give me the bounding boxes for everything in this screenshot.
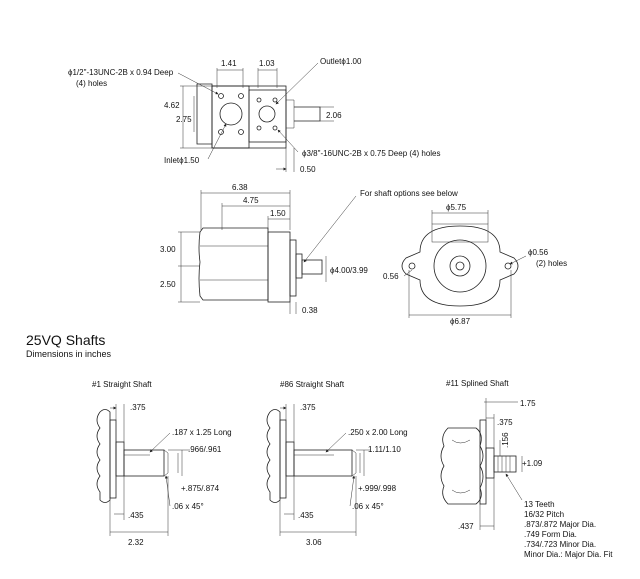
dim-2-06: 2.06 <box>326 111 342 120</box>
shaft-86-dia2: +.999/.998 <box>358 484 397 493</box>
bolt-hole <box>218 93 224 99</box>
tap-note: ϕ1/2"-13UNC-2B x 0.94 Deep <box>68 68 174 77</box>
shaft-1-body <box>123 449 165 477</box>
dim-6-87: ϕ6.87 <box>450 317 471 326</box>
dim-0-38: 0.38 <box>302 306 318 315</box>
bolt-hole <box>272 125 278 131</box>
dim-4-75: 4.75 <box>243 196 259 205</box>
dim-0-56-hole: ϕ0.56 <box>528 248 549 257</box>
shaft-86-flange <box>279 419 287 499</box>
inlet-port <box>219 102 243 126</box>
spline-note: .734/.723 Minor Dia. <box>524 540 596 549</box>
shaft-86-housing <box>266 409 281 503</box>
shaft-1-pilot <box>115 441 125 477</box>
end-top-boss <box>431 223 489 243</box>
dim-0-56: 0.56 <box>383 272 399 281</box>
shaft-1-dim-435: .435 <box>128 511 144 520</box>
spline-note: .873/.872 Major Dia. <box>524 520 596 529</box>
shaft-1-dia1: .966/.961 <box>188 445 222 454</box>
top-view: 1.41 1.03 Outletϕ1.00 ϕ1/2"-13UNC-2B x 0… <box>68 57 441 174</box>
shaft-86-body <box>293 449 353 477</box>
end-body-circle <box>433 239 487 293</box>
shaft-1-dim-375: .375 <box>130 403 146 412</box>
shaft-86-dim-435: .435 <box>298 511 314 520</box>
side-shaft <box>301 259 323 275</box>
spline-note: 16/32 Pitch <box>524 510 564 519</box>
shaft-11-spline <box>493 455 517 473</box>
dim-5-75: ϕ5.75 <box>446 203 467 212</box>
dim-1-03: 1.03 <box>259 59 275 68</box>
dim-3-00: 3.00 <box>160 245 176 254</box>
shaft-11-dim-437: .437 <box>458 522 474 531</box>
side-flange <box>289 239 297 297</box>
shaft-1-chamfer: .06 x 45° <box>172 502 204 511</box>
bolt-hole <box>256 125 262 131</box>
end-shaft <box>455 261 465 271</box>
outlet-label: Outletϕ1.00 <box>320 57 362 66</box>
bolt-hole <box>272 97 278 103</box>
shaft-11-dim-175: 1.75 <box>520 399 536 408</box>
shaft-11-housing <box>440 427 484 505</box>
bolt-hole <box>238 93 244 99</box>
shaft-11-title: #11 Splined Shaft <box>446 379 509 388</box>
spline-note: .749 Form Dia. <box>524 530 577 539</box>
shaft-1-title: #1 Straight Shaft <box>92 380 152 389</box>
mount-hole <box>504 262 512 270</box>
shaft-1-flange <box>109 419 117 499</box>
shaft-86-length: 3.06 <box>306 538 322 547</box>
shaft-86-key: .250 x 2.00 Long <box>348 428 408 437</box>
shaft-11-pilot <box>485 447 495 479</box>
shaft-1-drawing: #1 Straight Shaft .375 .187 x 1.25 Long … <box>92 380 232 547</box>
inlet-label: Inletϕ1.50 <box>164 156 200 165</box>
bolt-hole <box>256 97 262 103</box>
top-left-flange <box>196 83 213 145</box>
shaft-86-dim-375: .375 <box>300 403 316 412</box>
end-flange <box>401 225 519 307</box>
shaft-86-drawing: #86 Straight Shaft .375 .250 x 2.00 Long… <box>266 380 408 547</box>
dim-1-50: 1.50 <box>270 209 286 218</box>
outlet-block <box>248 89 287 143</box>
dim-1-41: 1.41 <box>221 59 237 68</box>
shaft-86-dia1: 1.11/1.10 <box>368 445 401 454</box>
end-view: ϕ5.75 ϕ0.56 (2) holes 0.56 ϕ6.87 <box>383 203 567 326</box>
side-view: 6.38 4.75 1.50 3.00 2.50 ϕ4.00/3.99 For … <box>160 183 458 315</box>
spline-note: Minor Dia.: Major Dia. Fit <box>524 550 613 559</box>
shaft-1-length: 2.32 <box>128 538 144 547</box>
tap-holes: (4) holes <box>76 79 107 88</box>
section-title: 25VQ Shafts <box>26 332 106 348</box>
side-body <box>198 227 269 301</box>
shaft-86-chamfer: .06 x 45° <box>352 502 384 511</box>
dim-2-50: 2.50 <box>160 280 176 289</box>
shaft-86-title: #86 Straight Shaft <box>280 380 345 389</box>
top-shaft <box>294 106 321 122</box>
spline-note: 13 Teeth <box>524 500 555 509</box>
shaft-1-key: .187 x 1.25 Long <box>172 428 232 437</box>
shaft-dia: ϕ4.00/3.99 <box>330 266 368 275</box>
shaft-1-housing <box>96 409 111 503</box>
shaft-11-dia: +1.09 <box>522 459 543 468</box>
side-cover <box>267 231 291 303</box>
holes-count: (2) holes <box>536 259 567 268</box>
shaft-1-dia2: +.875/.874 <box>181 484 220 493</box>
shaft-note: For shaft options see below <box>360 189 458 198</box>
shaft-11-drawing: #11 Splined Shaft 1.75 .375 .156 +1.09 1… <box>440 379 613 559</box>
section-subtitle: Dimensions in inches <box>26 349 112 359</box>
top-pilot <box>286 99 295 129</box>
mount-hole <box>408 262 416 270</box>
bolt-hole <box>238 129 244 135</box>
side-pilot <box>295 253 303 279</box>
shaft-11-dim-156: .156 <box>501 432 510 448</box>
shaft-11-dim-375: .375 <box>497 418 513 427</box>
end-pilot <box>449 255 471 277</box>
outlet-port <box>258 105 276 123</box>
dim-0-50: 0.50 <box>300 165 316 174</box>
dim-4-62: 4.62 <box>164 101 180 110</box>
dim-2-75: 2.75 <box>176 115 192 124</box>
dim-6-38: 6.38 <box>232 183 248 192</box>
shaft-86-pilot <box>285 441 295 477</box>
tap-note-2: ϕ3/8"-16UNC-2B x 0.75 Deep (4) holes <box>302 149 441 158</box>
